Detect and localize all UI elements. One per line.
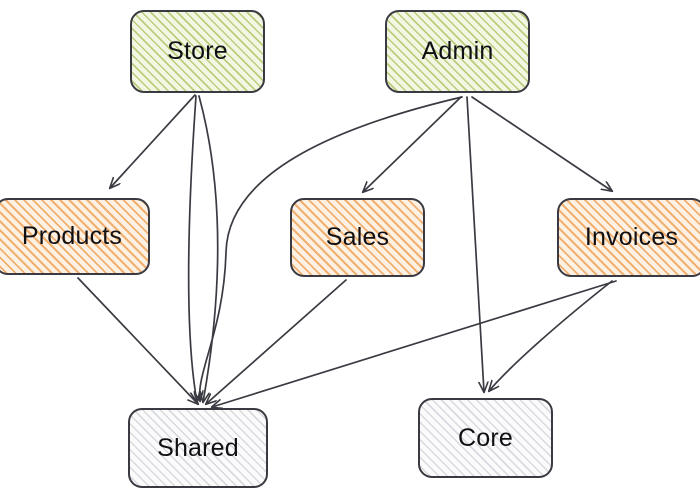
node-products[interactable]: Products bbox=[0, 198, 150, 275]
node-label-products: Products bbox=[21, 222, 123, 250]
node-label-shared: Shared bbox=[157, 433, 239, 462]
node-admin[interactable]: Admin bbox=[385, 10, 530, 93]
node-core[interactable]: Core bbox=[418, 398, 553, 478]
node-label-invoices: Invoices bbox=[584, 223, 679, 251]
edge-admin-core bbox=[466, 96, 484, 392]
node-invoices[interactable]: Invoices bbox=[557, 198, 700, 277]
node-label-core: Core bbox=[458, 423, 513, 452]
node-label-sales: Sales bbox=[325, 223, 390, 251]
node-label-store: Store bbox=[167, 37, 228, 65]
edges-group bbox=[77, 94, 617, 407]
edge-invoices-shared bbox=[212, 280, 617, 407]
edge-admin-invoices bbox=[471, 96, 612, 191]
edge-admin-shared bbox=[200, 96, 463, 401]
node-sales[interactable]: Sales bbox=[290, 198, 425, 277]
edge-store-products bbox=[110, 94, 196, 188]
edge-admin-sales bbox=[363, 96, 462, 192]
node-label-admin: Admin bbox=[421, 37, 494, 65]
edge-sales-shared bbox=[206, 279, 347, 404]
node-shared[interactable]: Shared bbox=[128, 408, 268, 488]
edge-store-shared-a bbox=[187, 95, 197, 402]
edge-products-shared bbox=[77, 277, 198, 404]
edge-store-shared-b bbox=[198, 95, 219, 402]
edge-invoices-core bbox=[489, 280, 613, 391]
node-store[interactable]: Store bbox=[130, 10, 265, 93]
